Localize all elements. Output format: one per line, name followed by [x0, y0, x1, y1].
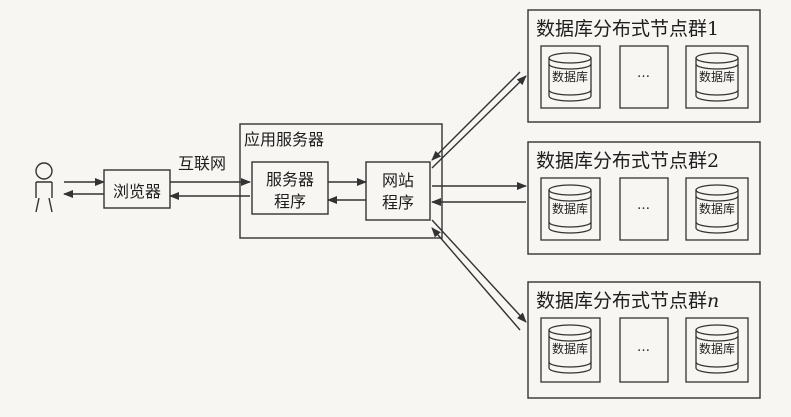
database-icon — [548, 324, 592, 374]
cluster-title-text: 数据库分布式节点群 — [536, 150, 708, 172]
app-server-box — [239, 123, 443, 239]
db-node-box — [540, 317, 601, 383]
ellipsis-node-box — [619, 45, 669, 109]
db-label: 数据库 — [698, 342, 735, 356]
cluster-2-title: 数据库分布式节点群2 — [536, 146, 719, 173]
arrow-web-to-cluster-1 — [431, 75, 527, 169]
database-icon — [695, 324, 739, 374]
database-icon — [695, 184, 739, 234]
cluster-n-title: 数据库分布式节点群n — [536, 286, 719, 313]
database-icon — [548, 52, 592, 102]
db-node-box — [540, 177, 601, 241]
web-program-box — [365, 161, 431, 221]
cluster-box — [527, 141, 761, 255]
ellipsis-node-box — [619, 177, 669, 241]
server-program-box — [251, 161, 329, 215]
server-program-label-line-2: 程序 — [273, 192, 306, 211]
cluster-box — [527, 9, 761, 123]
db-node-box — [685, 317, 749, 383]
web-program-label-line-2: 程序 — [381, 193, 414, 212]
browser-box — [103, 169, 171, 209]
ellipsis-label: … — [637, 198, 651, 213]
cluster-title-suffix: 1 — [707, 18, 720, 40]
db-label: 数据库 — [551, 70, 588, 84]
db-label: 数据库 — [551, 202, 588, 216]
cluster-1 — [527, 9, 761, 123]
db-label: 数据库 — [698, 202, 735, 216]
cluster-title-text: 数据库分布式节点群 — [536, 290, 708, 312]
db-label: 数据库 — [698, 70, 735, 84]
database-icon — [695, 52, 739, 102]
ellipsis-node-box — [619, 317, 669, 383]
app-server-title: 应用服务器 — [244, 130, 325, 149]
user-icon — [35, 162, 53, 213]
ellipsis-label: … — [637, 340, 651, 355]
browser-label: 浏览器 — [112, 182, 161, 201]
cluster-2 — [527, 141, 761, 255]
arrow-cluster-1-to-web — [431, 71, 521, 161]
database-icon — [548, 184, 592, 234]
arrow-web-to-cluster-n — [431, 219, 527, 323]
arrow-cluster-n-to-web — [431, 227, 521, 331]
internet-label: 互联网 — [178, 154, 227, 173]
db-label: 数据库 — [551, 342, 588, 356]
web-program-label-line-1: 网站 — [381, 171, 414, 190]
cluster-title-suffix: 2 — [707, 150, 720, 172]
cluster-title-suffix: n — [707, 290, 720, 312]
ellipsis-label: … — [637, 66, 651, 81]
db-node-box — [685, 177, 749, 241]
server-program-label-line-1: 服务器 — [265, 170, 314, 189]
db-node-box — [685, 45, 749, 109]
cluster-title-text: 数据库分布式节点群 — [536, 18, 708, 40]
cluster-1-title: 数据库分布式节点群1 — [536, 14, 719, 41]
db-node-box — [540, 45, 601, 109]
cluster-box — [527, 281, 761, 399]
cluster-n — [527, 281, 761, 399]
